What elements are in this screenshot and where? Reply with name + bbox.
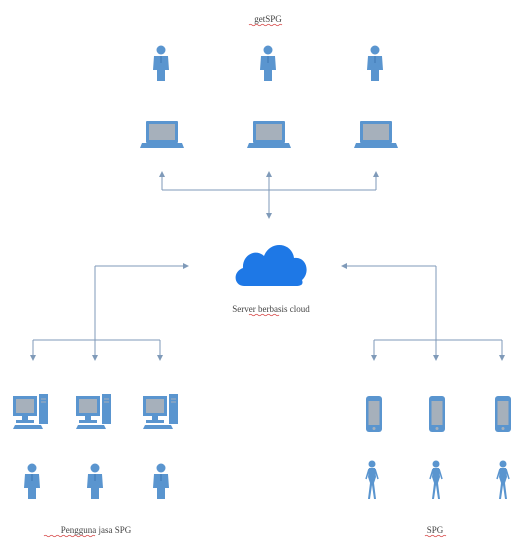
cloud-icon <box>235 244 307 286</box>
laptop-icon <box>354 121 398 148</box>
smartphone-icon <box>495 396 511 432</box>
smartphone-icon <box>429 396 445 432</box>
person-icon <box>152 463 170 500</box>
laptop-icon <box>247 121 291 148</box>
top-connector <box>159 171 379 219</box>
woman-icon <box>365 459 379 500</box>
person-icon <box>23 463 41 500</box>
left-connector <box>30 263 189 361</box>
right-connector <box>341 263 505 361</box>
person-icon <box>259 45 277 82</box>
desktop-computer-icon <box>75 393 112 430</box>
person-icon <box>152 45 170 82</box>
person-icon <box>86 463 104 500</box>
bottom-left-label: Pengguna jasa SPG <box>61 525 132 535</box>
bottom-right-label: SPG <box>427 525 444 535</box>
laptop-icon <box>140 121 184 148</box>
desktop-computer-icon <box>142 393 179 430</box>
woman-icon <box>496 459 510 500</box>
person-icon <box>366 45 384 82</box>
woman-icon <box>429 459 443 500</box>
top-label: getSPG <box>254 14 282 24</box>
server-label: Server berbasis cloud <box>232 304 310 314</box>
desktop-computer-icon <box>12 393 49 430</box>
smartphone-icon <box>366 396 382 432</box>
